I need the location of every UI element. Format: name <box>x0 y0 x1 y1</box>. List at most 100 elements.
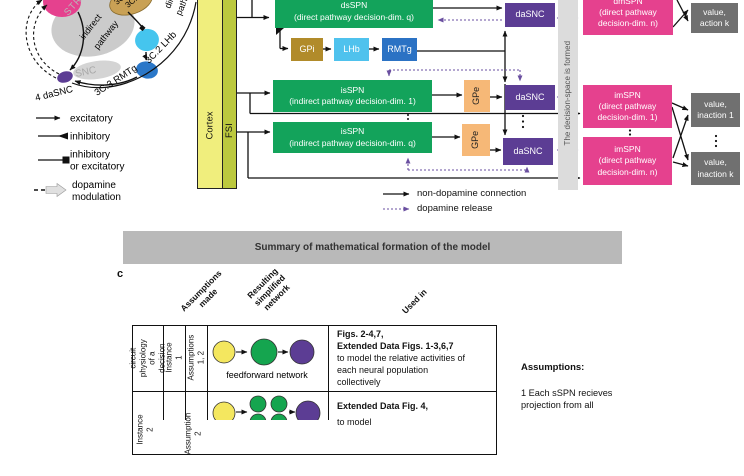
tan-partial-label-1: 3C <box>113 0 127 7</box>
brain-silhouette <box>51 0 135 57</box>
figure-page: { "panel_label": "c", "brain": { "stria"… <box>25 0 740 455</box>
imspnn-line2: (direct pathway <box>598 155 657 166</box>
row2-assumptions-cell: Assumption 2 <box>180 392 206 476</box>
table-col-line-3 <box>207 325 208 420</box>
value-inaction-k-box: value, inaction k <box>691 152 740 185</box>
assumptions-line2: projection from all <box>521 400 594 410</box>
fsi-label: FSI <box>224 122 235 138</box>
dasnc2-label: daSNC <box>515 91 545 102</box>
inhibitory-label: inhibitory <box>70 132 110 143</box>
gpe1-label: GPe <box>471 86 482 106</box>
header-resulting-network: Resulting simplified network <box>245 265 292 312</box>
rmtg-to-snc-arrow <box>74 76 138 86</box>
dsspn-corner-fold <box>276 28 284 35</box>
isspn1-box: isSPN (indirect pathway decision-dim. 1) <box>273 80 432 112</box>
striatum-blob <box>43 0 81 17</box>
dsspn-line2: (direct pathway decision-dim. q) <box>294 11 414 22</box>
imspnn-line3: decision-dim. n) <box>597 166 658 177</box>
table-col-line-1 <box>163 325 164 420</box>
gp-blob <box>109 0 153 16</box>
row2-assumptions-label: Assumption 2 <box>183 413 203 455</box>
decision-space-label: The decision-space is formed <box>562 41 572 146</box>
dasnc-4-label: 4 daSNC <box>34 84 74 104</box>
row1-used-line1: Figs. 2-4,7, <box>337 329 384 339</box>
value-inaction-k-line1: value, <box>704 157 727 168</box>
square-terminal <box>139 24 146 32</box>
value-inaction-1-line1: value, <box>704 98 727 109</box>
gpi-label: GPi <box>299 43 315 54</box>
dopamine-modulation-curve-1 <box>33 4 60 75</box>
brain-schematic: STRIA indirect pathway direct pathway SN… <box>25 0 197 203</box>
gpe1-box: GPe <box>464 80 490 112</box>
gp-to-lhb-line <box>127 11 143 28</box>
row2-used-line1: Extended Data Fig. 4, <box>337 401 429 411</box>
row1-instance-cell: Instance 1 <box>163 325 185 391</box>
dasnc3-box: daSNC <box>503 138 553 165</box>
value-action-k-box: value, action k <box>691 3 738 33</box>
isspnq-line1: isSPN <box>340 126 365 137</box>
dopamine-modulation-symbol-arrow <box>45 182 67 198</box>
tan-partial-label-2: 3C. <box>124 0 139 10</box>
isspnq-box: isSPN (indirect pathway decision-dim. q) <box>273 122 432 153</box>
inhibitory-symbol-triangle <box>58 132 68 140</box>
rmtg-label: RMTg <box>387 43 412 54</box>
inhib-or-excit-label-1: inhibitory <box>70 150 110 161</box>
direct-pathway-label-2: pathway <box>174 0 196 17</box>
non-dopamine-legend-label: non-dopamine connection <box>417 188 527 199</box>
lhb-to-rmtg-arrow <box>142 51 148 61</box>
row1-group-label: circuit physiology of a decision <box>128 339 167 377</box>
summary-bar-title: Summary of mathematical formation of the… <box>254 242 491 253</box>
dsspn-box: dsSPN (direct pathway decision-dim. q) <box>275 0 433 28</box>
lhb-blob <box>135 28 159 52</box>
cortex-label: Cortex <box>204 111 216 139</box>
row1-used-line4: each neural population <box>337 365 429 375</box>
assumptions-title: Assumptions: <box>521 362 585 373</box>
dopamine-modulation-label-2: modulation <box>72 192 121 203</box>
indirect-pathway-arrow <box>69 11 85 71</box>
gpi-box: GPi <box>291 38 323 61</box>
dmspn-top-line1: dmSPN <box>613 0 643 6</box>
lhb-box: LHb <box>334 38 369 61</box>
decision-space-bar: The decision-space is formed <box>558 0 578 190</box>
imspn1-line3: decision-dim. 1) <box>597 112 658 123</box>
gpe2-label: GPe <box>470 130 481 150</box>
dopamine-modulation-curve-2 <box>25 0 57 79</box>
imspnn-line1: imSPN <box>614 144 641 155</box>
rmtg-blob <box>136 61 158 79</box>
imspn1-line1: imSPN <box>614 89 641 100</box>
row1-used-line3: to model the relative activities of <box>337 353 466 363</box>
rmtg-3c3-label: 3C.3 RMTg <box>93 63 140 99</box>
fsi-bar: FSI <box>222 0 237 189</box>
value-action-k-line2: action k <box>699 18 730 28</box>
dmspn-top-line3: decision-dim. n) <box>598 18 658 29</box>
header-used-in: Used in <box>399 286 429 316</box>
isspnq-line2: (indirect pathway decision-dim. q) <box>289 137 416 148</box>
snc-label: SNC <box>74 65 97 80</box>
row2-used-in-cell: Extended Data Fig. 4, to model <box>337 400 493 428</box>
direct-pathway-label-1: direct <box>163 0 181 10</box>
rmtg-box: RMTg <box>382 38 417 61</box>
dasnc1-label: daSNC <box>515 9 545 20</box>
dopamine-modulation-label-1: dopamine <box>72 180 116 191</box>
summary-bar: Summary of mathematical formation of the… <box>123 231 622 264</box>
isspn1-line2: (indirect pathway decision-dim. 1) <box>289 96 416 106</box>
isspn1-line1: isSPN <box>340 84 365 95</box>
row2-instance-cell: Instance 2 <box>132 392 158 468</box>
value-inaction-1-line2: inaction 1 <box>697 110 734 120</box>
dmspn-top-line2: (direct pathway <box>599 6 657 17</box>
inhib-or-excit-symbol-square <box>62 156 70 164</box>
assumptions-line1: 1 Each sSPN recieves <box>521 388 613 398</box>
dasnc2-box: daSNC <box>505 85 555 110</box>
table-col-line-4 <box>328 325 329 420</box>
row1-used-line5: collectively <box>337 377 381 387</box>
indirect-pathway-label-2: pathway <box>92 18 121 51</box>
lhb-3c2-label: 3C.2 LHb <box>143 30 179 67</box>
dasnc3-label: daSNC <box>513 145 543 156</box>
dopamine-legend-label: dopamine release <box>417 203 493 214</box>
dmspn-top-box: dmSPN (direct pathway decision-dim. n) <box>583 0 673 35</box>
table-col-line-2 <box>185 325 186 420</box>
inhib-or-excit-label-2: or excitatory <box>70 162 124 173</box>
value-inaction-1-box: value, inaction 1 <box>691 93 740 127</box>
row1-used-line2: Extended Data Figs. 1-3,6,7 <box>337 341 454 351</box>
excitatory-label: excitatory <box>70 114 113 125</box>
